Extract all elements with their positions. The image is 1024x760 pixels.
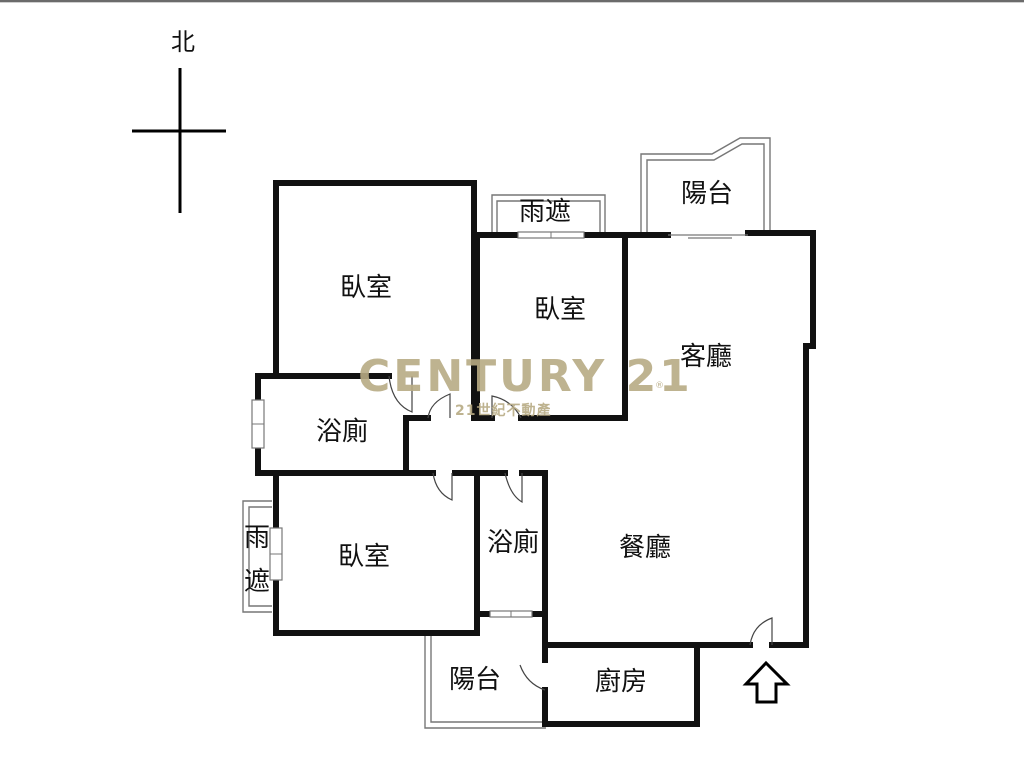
- label-bedroom-sw: 臥室: [338, 542, 390, 572]
- label-living-room: 客廳: [680, 342, 732, 372]
- rain-shelter-west-outline: [242, 500, 272, 613]
- top-border-shadow: [0, 2, 1024, 3]
- top-border: [0, 0, 1024, 2]
- walls: [255, 180, 816, 727]
- label-balcony-n: 陽台: [681, 179, 733, 209]
- watermark-registered: ®: [655, 381, 664, 391]
- balcony-north-outline: [640, 137, 771, 235]
- watermark-subtitle: 21世紀不動產: [455, 402, 551, 419]
- label-kitchen: 廚房: [595, 667, 647, 697]
- entrance-arrow-icon: [742, 660, 791, 704]
- door-entrance: [749, 617, 773, 646]
- label-rain-shelter-n: 雨遮: [519, 197, 571, 227]
- windows: [251, 231, 748, 618]
- compass: 北: [132, 28, 226, 213]
- door-bathroom-w: [388, 375, 413, 413]
- door-bedroom-sw: [432, 472, 453, 501]
- label-balcony-s: 陽台: [449, 665, 501, 695]
- label-bedroom-n: 臥室: [534, 295, 586, 325]
- watermark-brand: CENTURY 21: [358, 351, 693, 402]
- door-balcony-s: [519, 664, 546, 691]
- door-bedroom-n: [491, 395, 522, 419]
- rain-shelter-north-outline: [491, 194, 606, 234]
- label-bathroom-s: 浴廁: [487, 528, 539, 558]
- room-labels: 臥室 臥室 雨遮 陽台 客廳 浴廁 臥室 浴廁 餐廳 陽台 廚房 雨 遮: [244, 179, 733, 697]
- balcony-south-outline: [424, 636, 546, 729]
- label-rain-shelter-w-2: 遮: [244, 567, 270, 597]
- century21-watermark: CENTURY 21 ® 21世紀不動產: [358, 351, 693, 419]
- label-rain-shelter-w-1: 雨: [244, 523, 270, 553]
- door-bathroom-s: [504, 472, 523, 504]
- label-bathroom-w: 浴廁: [316, 417, 368, 447]
- door-bedroom-nw: [427, 393, 451, 419]
- label-dining-room: 餐廳: [619, 533, 671, 563]
- north-label: 北: [171, 28, 195, 56]
- doors: [388, 375, 773, 691]
- label-bedroom-nw: 臥室: [340, 273, 392, 303]
